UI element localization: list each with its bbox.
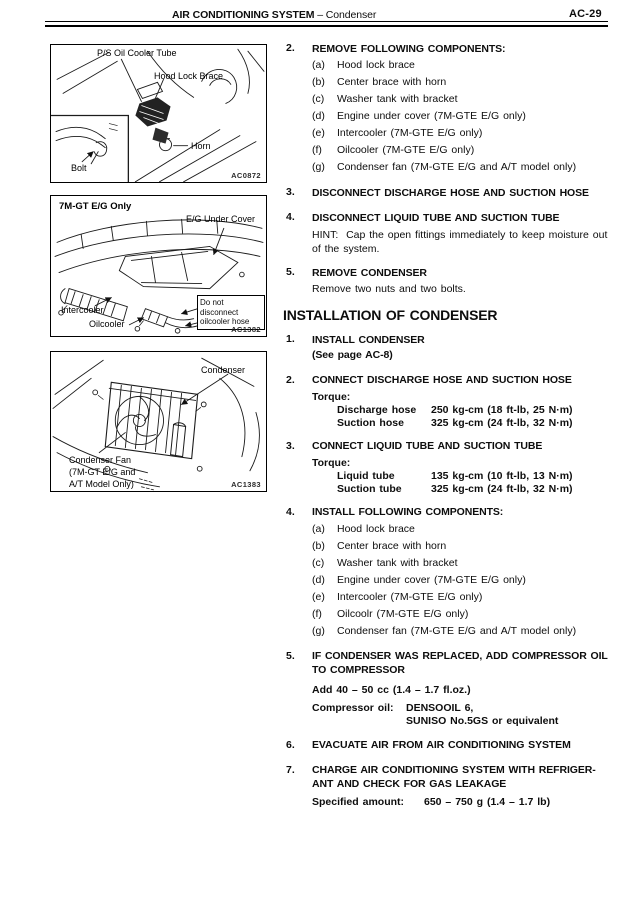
step-heading: INSTALL CONDENSER xyxy=(312,333,425,346)
list-item: (f)Oilcooler (7M-GTE E/G only) xyxy=(312,144,475,156)
step-number: 2. xyxy=(286,42,295,54)
figure-condenser: Condenser Condenser Fan (7M-GT E/G and A… xyxy=(50,351,267,492)
hint-text: HINT: Cap the open fittings immediately … xyxy=(312,229,612,255)
page-number: AC-29 xyxy=(569,8,602,20)
step-heading: CONNECT LIQUID TUBE AND SUCTION TUBE xyxy=(312,440,543,452)
step-heading-line1: CHARGE AIR CONDITIONING SYSTEM WITH REFR… xyxy=(312,764,596,776)
instructions-column: 2. REMOVE FOLLOWING COMPONENTS: (a)Hood … xyxy=(283,40,620,817)
figure2-code: AC1382 xyxy=(231,325,261,334)
figure3-code: AC1383 xyxy=(231,480,261,489)
compressor-oil-spec: Compressor oil:DENSOOIL 6, SUNISO No.5GS… xyxy=(312,702,620,729)
header-subsection: Condenser xyxy=(325,9,377,21)
removal-step-2: 2. REMOVE FOLLOWING COMPONENTS: (a)Hood … xyxy=(286,40,620,176)
list-item: (g)Condenser fan (7M-GTE E/G and A/T mod… xyxy=(312,161,577,173)
list-item: (a)Hood lock brace xyxy=(312,522,415,535)
install-step-3: 3. CONNECT LIQUID TUBE AND SUCTION TUBE … xyxy=(286,438,620,496)
figure3-line-art xyxy=(52,357,260,491)
label-condenser-fan: Condenser Fan (7M-GT E/G and A/T Model O… xyxy=(69,454,135,490)
step-heading: REMOVE FOLLOWING COMPONENTS: xyxy=(312,42,506,55)
step-heading-line2: TO COMPRESSOR xyxy=(312,664,405,676)
step-number: 5. xyxy=(286,649,295,662)
figure2-caption: 7M-GT E/G Only xyxy=(59,201,132,212)
label-oilcooler: Oilcooler xyxy=(89,319,125,329)
label-condenser-fan-line1: Condenser Fan xyxy=(69,455,132,465)
figure-hood-lock-brace: P/S Oil Cooler Tube Hood Lock Brace Horn… xyxy=(50,44,267,183)
step-heading: DISCONNECT DISCHARGE HOSE AND SUCTION HO… xyxy=(312,186,589,199)
spec-row: Compressor oil:DENSOOIL 6, xyxy=(312,701,474,714)
header-dash: – xyxy=(317,9,323,21)
step-number: 7. xyxy=(286,763,295,776)
step-number: 3. xyxy=(286,439,295,452)
install-step-5: 5. IF CONDENSER WAS REPLACED, ADD COMPRE… xyxy=(286,648,620,729)
removal-step-4: 4. DISCONNECT LIQUID TUBE AND SUCTION TU… xyxy=(286,209,620,256)
install-step-7: 7. CHARGE AIR CONDITIONING SYSTEM WITH R… xyxy=(286,762,620,810)
page-header-title: AIR CONDITIONING SYSTEM – Condenser xyxy=(172,9,376,21)
removal-step-3: 3. DISCONNECT DISCHARGE HOSE AND SUCTION… xyxy=(286,184,620,201)
step-number: 5. xyxy=(286,266,295,278)
torque-label: Torque: xyxy=(312,456,351,469)
header-rule xyxy=(45,21,608,27)
removal-step-5: 5. REMOVE CONDENSER Remove two nuts and … xyxy=(286,264,620,298)
list-item: (e)Intercooler (7M-GTE E/G only) xyxy=(312,590,483,603)
install-step-4: 4. INSTALL FOLLOWING COMPONENTS: (a)Hood… xyxy=(286,504,620,640)
step-heading: CONNECT DISCHARGE HOSE AND SUCTION HOSE xyxy=(312,374,572,386)
list-item: (b)Center brace with horn xyxy=(312,76,447,88)
label-condenser: Condenser xyxy=(201,365,246,375)
list-item: (f)Oilcoolr (7M-GTE E/G only) xyxy=(312,607,469,620)
label-ps-oil-cooler-tube: P/S Oil Cooler Tube xyxy=(97,48,177,58)
refrigerant-amount-spec: Specified amount:650 – 750 g (1.4 – 1.7 … xyxy=(312,795,551,808)
install-step-6: 6. EVACUATE AIR FROM AIR CONDITIONING SY… xyxy=(286,737,620,754)
step-number: 4. xyxy=(286,211,295,223)
step-heading: DISCONNECT LIQUID TUBE AND SUCTION TUBE xyxy=(312,211,560,224)
step-number: 6. xyxy=(286,738,295,751)
step-body-text: Remove two nuts and two bolts. xyxy=(312,283,466,295)
list-item: (e)Intercooler (7M-GTE E/G only) xyxy=(312,127,483,139)
label-condenser-fan-line3: A/T Model Only) xyxy=(69,479,134,489)
step-heading: EVACUATE AIR FROM AIR CONDITIONING SYSTE… xyxy=(312,739,571,751)
label-hood-lock-brace: Hood Lock Brace xyxy=(154,71,224,81)
figure1-code: AC0872 xyxy=(231,171,261,180)
figure-engine-under-cover: 7M-GT E/G Only E/G Under Cover Intercool… xyxy=(50,195,267,337)
spec-row: SUNISO No.5GS or equivalent xyxy=(406,715,559,727)
install-step-2: 2. CONNECT DISCHARGE HOSE AND SUCTION HO… xyxy=(286,372,620,430)
list-item: (c)Washer tank with bracket xyxy=(312,556,458,569)
see-page-reference: (See page AC-8) xyxy=(312,349,393,361)
list-item: (b)Center brace with horn xyxy=(312,539,447,552)
label-eg-under-cover: E/G Under Cover xyxy=(186,214,256,224)
step-number: 2. xyxy=(286,373,295,386)
step-number: 1. xyxy=(286,333,295,345)
label-bolt: Bolt xyxy=(71,163,87,173)
label-condenser-fan-line2: (7M-GT E/G and xyxy=(69,467,136,477)
step-heading-line2: ANT AND CHECK FOR GAS LEAKAGE xyxy=(312,778,507,790)
step-heading: REMOVE CONDENSER xyxy=(312,266,427,279)
torque-label: Torque: xyxy=(312,390,351,403)
label-intercooler: Intercooler xyxy=(61,305,104,315)
step-number: 4. xyxy=(286,505,295,518)
oil-quantity-text: Add 40 – 50 cc (1.4 – 1.7 fl.oz.) xyxy=(312,683,471,696)
header-section-title: AIR CONDITIONING SYSTEM xyxy=(172,9,315,21)
list-item: (d)Engine under cover (7M-GTE E/G only) xyxy=(312,110,526,122)
list-item: (c)Washer tank with bracket xyxy=(312,93,458,105)
label-horn: Horn xyxy=(191,141,211,151)
step-heading-line1: IF CONDENSER WAS REPLACED, ADD COMPRESSO… xyxy=(312,650,608,662)
note-do-not-disconnect: Do not disconnect oilcooler hose xyxy=(197,295,265,330)
install-step-1: 1. INSTALL CONDENSER (See page AC-8) xyxy=(286,331,620,364)
step-heading: INSTALL FOLLOWING COMPONENTS: xyxy=(312,506,504,518)
list-item: (a)Hood lock brace xyxy=(312,59,415,71)
list-item: (d)Engine under cover (7M-GTE E/G only) xyxy=(312,573,526,586)
list-item: (g)Condenser fan (7M-GTE E/G and A/T mod… xyxy=(312,624,577,637)
installation-section-title: INSTALLATION OF CONDENSER xyxy=(283,307,498,323)
step-number: 3. xyxy=(286,186,295,198)
figure2-line-art xyxy=(54,218,264,334)
figure1-line-art xyxy=(51,48,265,182)
